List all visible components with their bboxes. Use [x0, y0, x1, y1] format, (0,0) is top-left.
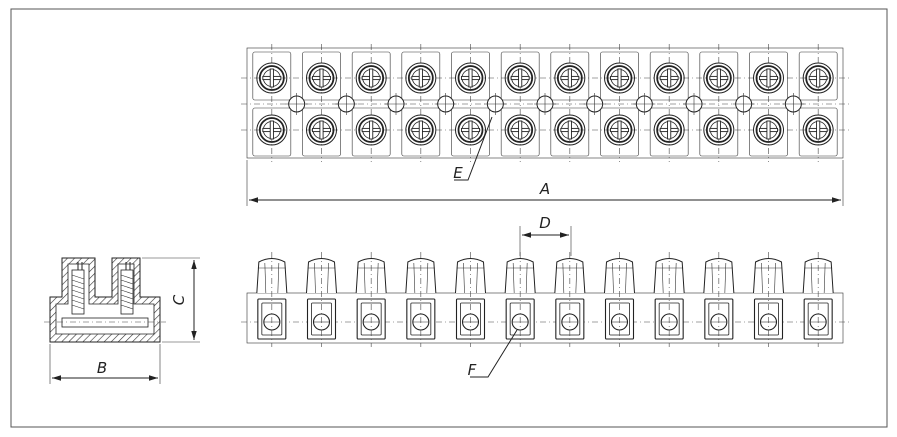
top-terminal [749, 44, 788, 162]
top-terminal [600, 44, 639, 162]
side-view: B C [44, 257, 200, 384]
front-terminal [554, 252, 586, 347]
label-f: F [468, 361, 477, 379]
screw-head [802, 114, 834, 146]
front-terminal [405, 252, 437, 347]
label-a: A [539, 180, 550, 198]
mounting-hole [484, 93, 507, 115]
screw-head [256, 114, 288, 146]
screw-head [703, 62, 735, 94]
mounting-hole [583, 93, 606, 115]
top-terminal [699, 44, 739, 162]
screw-head [753, 62, 784, 94]
mounting-hole [385, 93, 407, 115]
top-view-body [246, 47, 844, 159]
top-view [241, 44, 849, 162]
side-screw-left [71, 262, 85, 315]
mounting-hole [782, 93, 805, 115]
front-terminal [802, 252, 834, 347]
dimension-d: D [519, 214, 572, 256]
screw-head [504, 62, 536, 94]
screw-head [653, 62, 685, 94]
top-terminal [649, 44, 689, 162]
mounting-hole [732, 93, 755, 115]
mounting-hole [434, 93, 457, 115]
mounting-hole [335, 93, 358, 115]
top-terminal [500, 44, 540, 162]
screw-head [256, 62, 288, 94]
front-terminal [504, 252, 536, 347]
label-e: E [453, 164, 463, 182]
screw-head [554, 114, 586, 146]
mounting-hole [285, 93, 308, 115]
screw-head [604, 62, 635, 94]
front-terminal [355, 252, 387, 347]
front-terminal [256, 252, 288, 347]
front-view [241, 252, 849, 347]
top-terminal [451, 44, 490, 162]
screw-head [405, 62, 437, 94]
screw-head [554, 62, 586, 94]
leader-e: E [453, 116, 493, 182]
screw-head [604, 114, 635, 146]
top-terminal [798, 44, 838, 162]
mounting-hole [534, 93, 556, 115]
front-terminal [703, 252, 735, 347]
top-terminal [252, 44, 292, 162]
top-terminal [550, 44, 590, 162]
screw-head [753, 114, 784, 146]
screw-head [653, 114, 685, 146]
screw-head [504, 114, 536, 146]
screw-head [306, 62, 337, 94]
screw-head [703, 114, 735, 146]
front-terminal [753, 252, 784, 347]
mounting-hole [683, 93, 705, 115]
mounting-hole [633, 93, 656, 115]
leader-f: F [468, 329, 518, 379]
screw-head [405, 114, 437, 146]
screw-head [355, 62, 387, 94]
front-body [246, 292, 844, 344]
side-screw-right [120, 262, 134, 315]
top-terminal [302, 44, 341, 162]
dimension-a: A [246, 160, 844, 206]
front-terminal [306, 252, 337, 347]
label-b: B [97, 359, 107, 377]
front-terminal [455, 252, 486, 347]
front-terminal [604, 252, 635, 347]
screw-head [455, 114, 486, 146]
front-terminal [653, 252, 685, 347]
top-terminal [351, 44, 391, 162]
screw-head [306, 114, 337, 146]
top-terminal [401, 44, 441, 162]
label-d: D [539, 214, 551, 232]
screw-head [802, 62, 834, 94]
screw-head [355, 114, 387, 146]
side-metal-insert [61, 317, 149, 328]
label-c: C [170, 294, 188, 305]
drawing-frame [10, 8, 888, 428]
screw-head [455, 62, 486, 94]
